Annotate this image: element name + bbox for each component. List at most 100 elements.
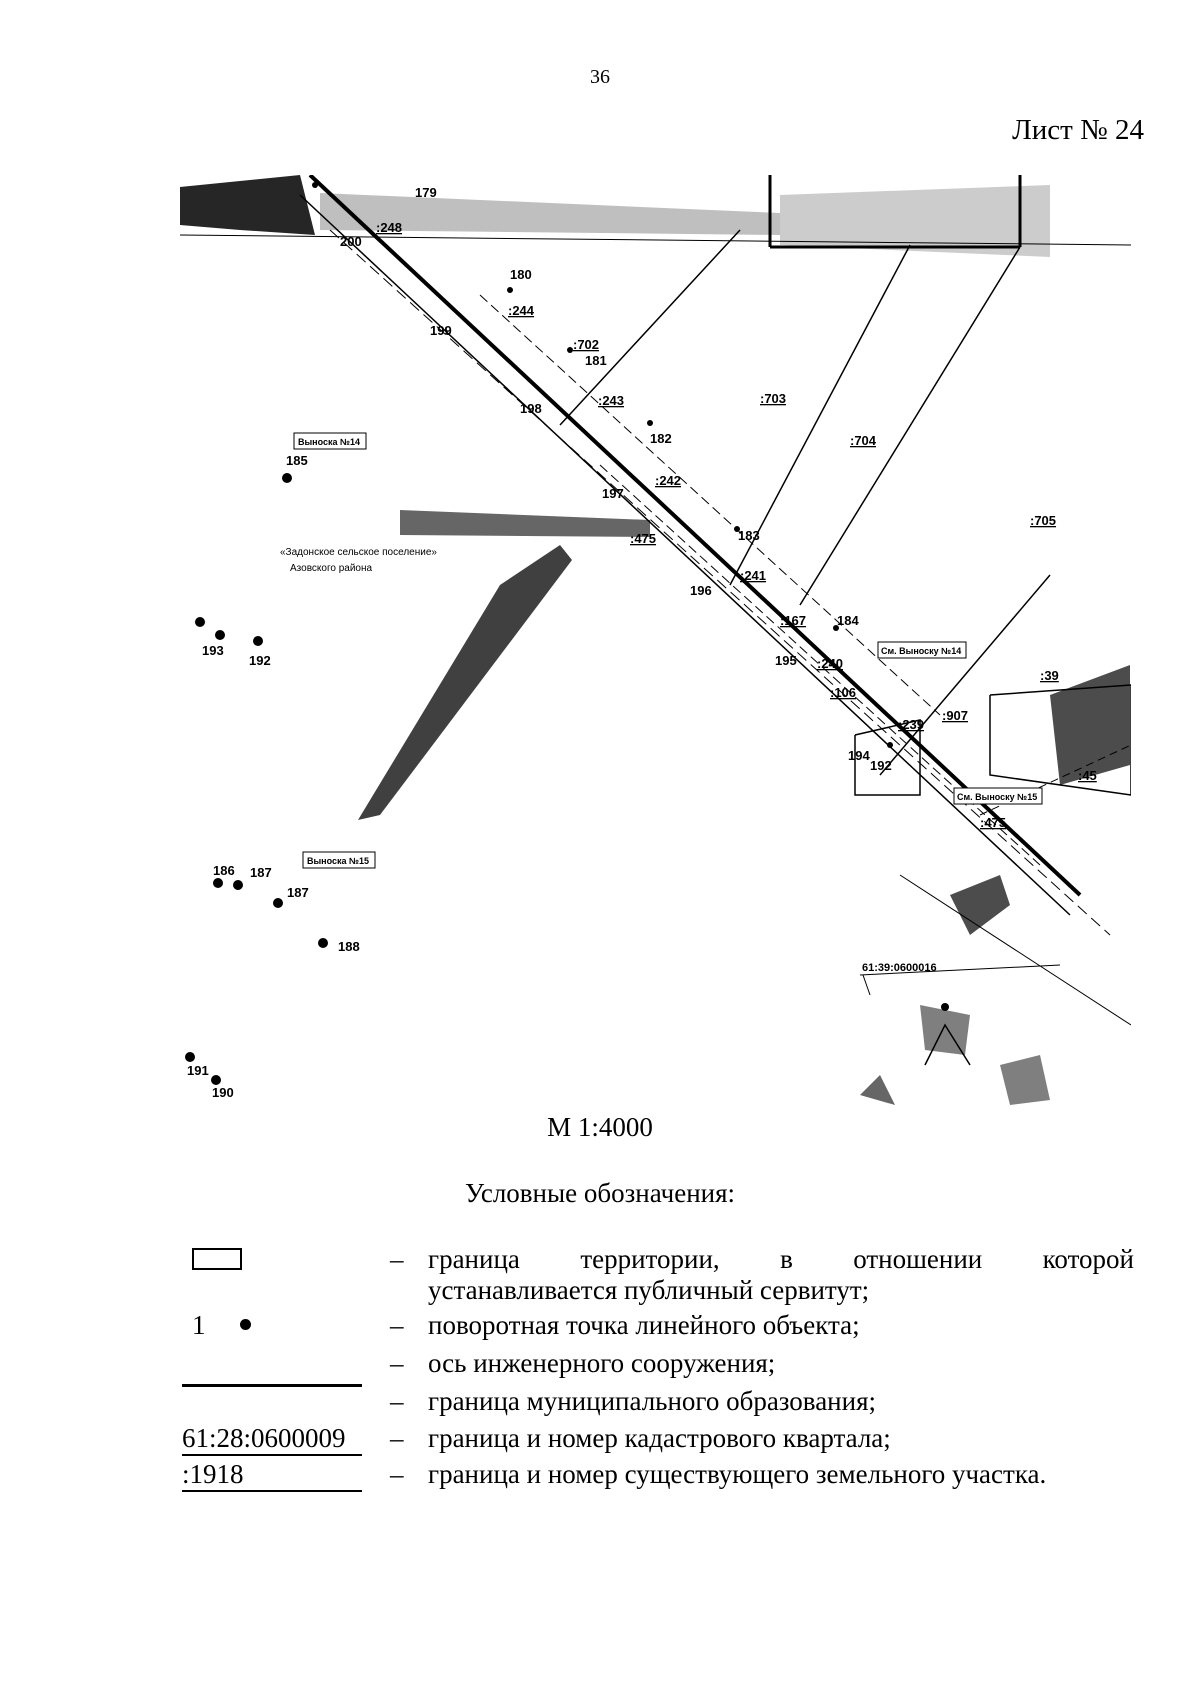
engineering-axis-dashed bbox=[479, 294, 941, 716]
parcel-907: :907 bbox=[942, 708, 968, 723]
road-edge bbox=[180, 234, 1131, 246]
legend-dash: – bbox=[390, 1386, 404, 1416]
legend-symbol-thick-line bbox=[182, 1384, 362, 1417]
legend-symbol-quarter: 61:28:0600009 bbox=[182, 1423, 362, 1456]
settlement-name-2: Азовского района bbox=[290, 563, 373, 574]
cadastral-map[interactable]: 179 180 181 182 183 184 185 187 186 187 … bbox=[180, 175, 1131, 1111]
legend-dash: – bbox=[390, 1348, 404, 1378]
turning-points bbox=[185, 182, 949, 1085]
speckle-texture-top bbox=[180, 175, 1130, 1105]
map-labels: 179 180 181 182 183 184 185 187 186 187 … bbox=[187, 185, 1097, 1100]
callout-15: Выноска №15 bbox=[307, 856, 369, 866]
legend-dash: – bbox=[390, 1459, 404, 1489]
legend-text: граница и номер существующего земельного… bbox=[428, 1459, 1047, 1489]
point-200: 200 bbox=[340, 234, 362, 249]
callout-see-15: См. Выноску №15 bbox=[957, 792, 1037, 802]
legend-item-easement-boundary: – граница территории, в отношении которо… bbox=[182, 1244, 1134, 1306]
terrain-mark bbox=[924, 1023, 971, 1066]
easement-boundary-dashed bbox=[329, 229, 1111, 936]
parcel-244: :244 bbox=[508, 303, 535, 318]
parcel-475b: :475 bbox=[980, 815, 1006, 830]
parcel-240: :240 bbox=[817, 656, 843, 671]
point-183: 183 bbox=[738, 528, 760, 543]
point-195: 195 bbox=[775, 653, 797, 668]
point-184: 184 bbox=[837, 613, 859, 628]
point-191: 191 bbox=[187, 1063, 209, 1078]
rectangle-icon bbox=[192, 1248, 242, 1270]
parcel-line-1 bbox=[559, 229, 741, 426]
parcel-248: :248 bbox=[376, 220, 402, 235]
legend-title: Условные обозначения: bbox=[464, 1178, 736, 1208]
parcel-705: :705 bbox=[1030, 513, 1056, 528]
point-199: 199 bbox=[430, 323, 452, 338]
legend-symbol-rectangle bbox=[182, 1244, 362, 1275]
map-scale: М 1:4000 bbox=[547, 1112, 653, 1142]
sheet-title: Лист № 24 bbox=[1012, 114, 1144, 146]
corridor-edge bbox=[899, 874, 1131, 1026]
point-198: 198 bbox=[520, 401, 542, 416]
legend-text: поворотная точка линейного объекта; bbox=[428, 1310, 860, 1340]
point-197: 197 bbox=[602, 486, 624, 501]
point-188: 187 bbox=[287, 885, 309, 900]
settlement-name-1: «Задонское сельское поселение» bbox=[280, 547, 437, 558]
point-187: 187 bbox=[250, 865, 272, 880]
corridor-line bbox=[299, 194, 1071, 916]
page-number: 36 bbox=[590, 66, 610, 88]
legend-text: граница муниципального образования; bbox=[428, 1386, 877, 1416]
legend-dash: – bbox=[390, 1244, 404, 1274]
point-192b: 192 bbox=[870, 758, 892, 773]
legend-text: граница территории, в отношении которой … bbox=[428, 1244, 1134, 1306]
parcel-242: :242 bbox=[655, 473, 681, 488]
parcel-702: :702 bbox=[573, 337, 599, 352]
parcel-239: :239 bbox=[898, 717, 924, 732]
parcel-line-3 bbox=[799, 246, 1021, 606]
parcel-243: :243 bbox=[598, 393, 624, 408]
parcel-475: :475 bbox=[630, 531, 656, 546]
point-192: 192 bbox=[249, 653, 271, 668]
municipal-boundary-line bbox=[308, 175, 1082, 897]
point-193: 193 bbox=[202, 643, 224, 658]
legend-text: граница и номер кадастрового квартала; bbox=[428, 1423, 891, 1453]
point-186: 186 bbox=[213, 863, 235, 878]
legend-text: ось инженерного сооружения; bbox=[428, 1348, 776, 1378]
callout-see-14: См. Выноску №14 bbox=[881, 646, 961, 656]
parcel-line-4 bbox=[879, 574, 1051, 776]
parcel-line-2 bbox=[729, 244, 911, 586]
point-182: 182 bbox=[650, 431, 672, 446]
point-dot-icon bbox=[240, 1319, 251, 1330]
point-180: 180 bbox=[510, 267, 532, 282]
boundary-lines bbox=[180, 175, 1131, 1066]
legend-text-line-1: граница территории, в отношении которой bbox=[428, 1244, 1134, 1274]
point-196: 196 bbox=[690, 583, 712, 598]
point-179: 179 bbox=[415, 185, 437, 200]
cadastral-quarter-label: 61:39:0600016 bbox=[862, 962, 937, 974]
callout-14: Выноска №14 bbox=[298, 437, 360, 447]
thick-line-icon bbox=[182, 1384, 362, 1387]
quarter-leader bbox=[862, 974, 871, 996]
easement-rectangle bbox=[854, 719, 921, 796]
quarter-underline bbox=[859, 964, 1061, 976]
point-189: 188 bbox=[338, 939, 360, 954]
point-190: 190 bbox=[212, 1085, 234, 1100]
parcel-167: :167 bbox=[780, 613, 806, 628]
callout-boxes: Выноска №14 Выноска №15 См. Выноску №14 … bbox=[293, 432, 1043, 869]
legend-text-line-2: устанавливается публичный сервитут; bbox=[428, 1275, 870, 1305]
parcel-106: :106 bbox=[830, 685, 856, 700]
parcel-45: :45 bbox=[1078, 768, 1097, 783]
parcel-703: :703 bbox=[760, 391, 786, 406]
point-185: 185 bbox=[286, 453, 308, 468]
point-194: 194 bbox=[848, 748, 870, 763]
point-number-sample: 1 bbox=[192, 1310, 206, 1340]
parcel-241: :241 bbox=[740, 568, 766, 583]
legend-dash: – bbox=[390, 1310, 404, 1340]
legend-symbol-parcel: :1918 bbox=[182, 1459, 362, 1492]
point-181: 181 bbox=[585, 353, 607, 368]
easement-rectangle-2 bbox=[989, 684, 1131, 796]
land-parcel-sample: :1918 bbox=[182, 1459, 362, 1492]
parcel-39: :39 bbox=[1040, 668, 1059, 683]
map-canvas: 179 180 181 182 183 184 185 187 186 187 … bbox=[180, 175, 1131, 1105]
legend-symbol-point: 1 bbox=[182, 1310, 362, 1341]
legend-dash: – bbox=[390, 1423, 404, 1453]
cadastral-quarter-sample: 61:28:0600009 bbox=[182, 1423, 362, 1456]
legend-symbol-none bbox=[182, 1348, 362, 1379]
